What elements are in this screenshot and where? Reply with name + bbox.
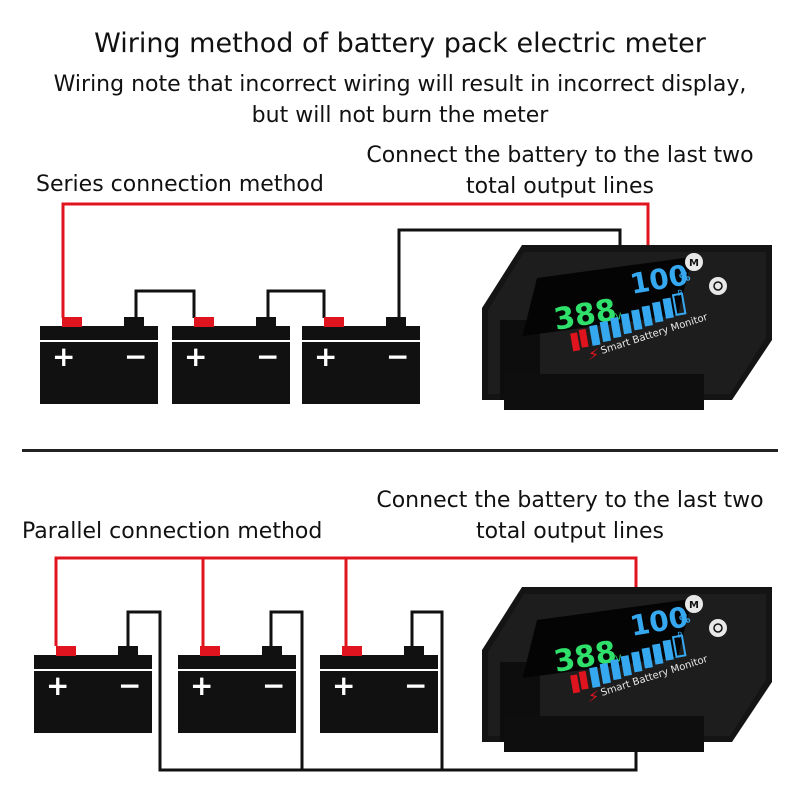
series-meter-percent-sign: % (678, 270, 691, 285)
series-meter: 388 V 100 % P ⚡ Smart Battery Monitor (482, 245, 772, 410)
series-battery-2-minus: − (256, 340, 279, 373)
wiring-note-line-1: Wiring note that incorrect wiring will r… (53, 72, 747, 97)
parallel-connect-line-2: total output lines (475, 519, 665, 544)
series-method-label: Series connection method (36, 172, 324, 197)
parallel-meter: 388 V 100 % P ⚡ Smart Battery Monitor (482, 587, 772, 752)
parallel-meter-level-bar (570, 634, 687, 694)
series-meter-power-button[interactable] (709, 277, 727, 295)
parallel-meter-m-button[interactable] (685, 595, 703, 613)
parallel-meter-power-icon (713, 623, 723, 633)
parallel-battery-3-plus: + (332, 669, 355, 702)
series-connect-line-1: Connect the battery to the last two (366, 143, 754, 168)
section-divider (22, 449, 778, 452)
series-meter-m-label: M (689, 258, 699, 269)
parallel-connect-line-1: Connect the battery to the last two (376, 488, 764, 513)
series-battery-3-plus: + (314, 340, 337, 373)
series-battery-2-plus: + (184, 340, 207, 373)
parallel-battery-1-minus: − (118, 669, 141, 702)
parallel-battery-3-minus: − (404, 669, 427, 702)
parallel-battery-2-minus: − (262, 669, 285, 702)
series-meter-unit-v: V (615, 312, 624, 323)
series-battery-3-minus: − (386, 340, 409, 373)
parallel-meter-power-button[interactable] (709, 619, 727, 637)
parallel-meter-percent-sign: % (678, 612, 691, 627)
parallel-meter-charge-icon: ⚡ (588, 687, 599, 706)
parallel-meter-m-label: M (689, 600, 699, 611)
series-meter-power-icon (713, 281, 723, 291)
series-meter-m-button[interactable] (685, 253, 703, 271)
page-title: Wiring method of battery pack electric m… (94, 28, 706, 59)
series-battery-1-plus: + (52, 340, 75, 373)
series-battery-1-minus: − (124, 340, 147, 373)
series-connect-line-2: total output lines (465, 174, 655, 199)
parallel-battery-1-plus: + (46, 669, 69, 702)
series-meter-level-bar (570, 292, 687, 352)
parallel-method-label: Parallel connection method (22, 519, 323, 544)
wiring-note-line-2: but will not burn the meter (251, 103, 549, 128)
series-meter-charge-icon: ⚡ (588, 345, 599, 364)
parallel-meter-unit-v: V (615, 654, 624, 665)
parallel-battery-2-plus: + (190, 669, 213, 702)
